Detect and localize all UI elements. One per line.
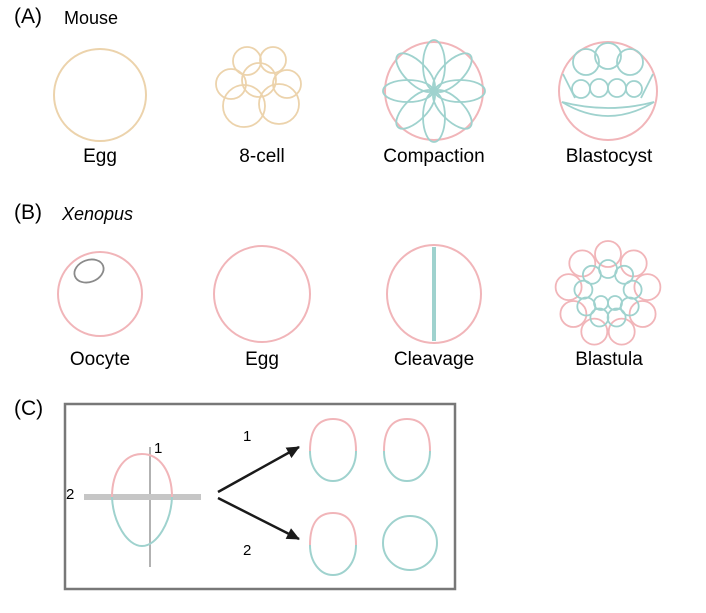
section2-line-label: 2 [66, 486, 75, 503]
embryo-figure [111, 452, 173, 548]
xenopus-blastula-figure [554, 240, 662, 346]
section-arrows [217, 445, 300, 541]
stage-label-blastula: Blastula [575, 349, 643, 370]
arrow-1 [217, 445, 300, 494]
compaction-petals [382, 39, 486, 143]
arrow-2 [217, 496, 300, 541]
panel-a-tag: (A) [14, 5, 42, 28]
stage-label-xenopus-egg: Egg [245, 349, 279, 370]
panel-b-title: Xenopus [62, 204, 134, 224]
section1-line-label: 1 [154, 440, 163, 457]
xenopus-cleavage-figure [386, 244, 482, 344]
section2-results [309, 511, 438, 577]
mouse-egg-figure [53, 48, 147, 142]
xenopus-egg-figure [213, 245, 311, 343]
oocyte-nucleus [73, 258, 105, 284]
arrow2-label: 2 [243, 542, 252, 559]
section-lines [84, 447, 201, 567]
stage-label-compaction: Compaction [383, 146, 485, 167]
section1-results [309, 417, 431, 483]
stage-label-cleavage: Cleavage [393, 349, 475, 370]
stage-label-blastocyst: Blastocyst [565, 146, 653, 167]
xenopus-oocyte-figure [57, 251, 143, 337]
panel-c-box [63, 402, 457, 591]
panel-c-tag: (C) [14, 397, 44, 420]
arrow1-label: 1 [243, 428, 252, 445]
stage-label-8cell: 8-cell [239, 146, 285, 167]
blastocyst-cells [561, 42, 655, 117]
stage-label-mouse-egg: Egg [83, 146, 117, 167]
panel-b-tag: (B) [14, 201, 42, 224]
panel-a-title: Mouse [64, 8, 119, 28]
mouse-compaction-figure [382, 39, 486, 143]
blastula-inner-cells [573, 259, 643, 328]
mouse-8cell-figure [215, 46, 302, 128]
blastula-outer-scallops [554, 240, 662, 346]
mouse-blastocyst-figure [558, 41, 658, 141]
stage-label-oocyte: Oocyte [69, 349, 131, 370]
